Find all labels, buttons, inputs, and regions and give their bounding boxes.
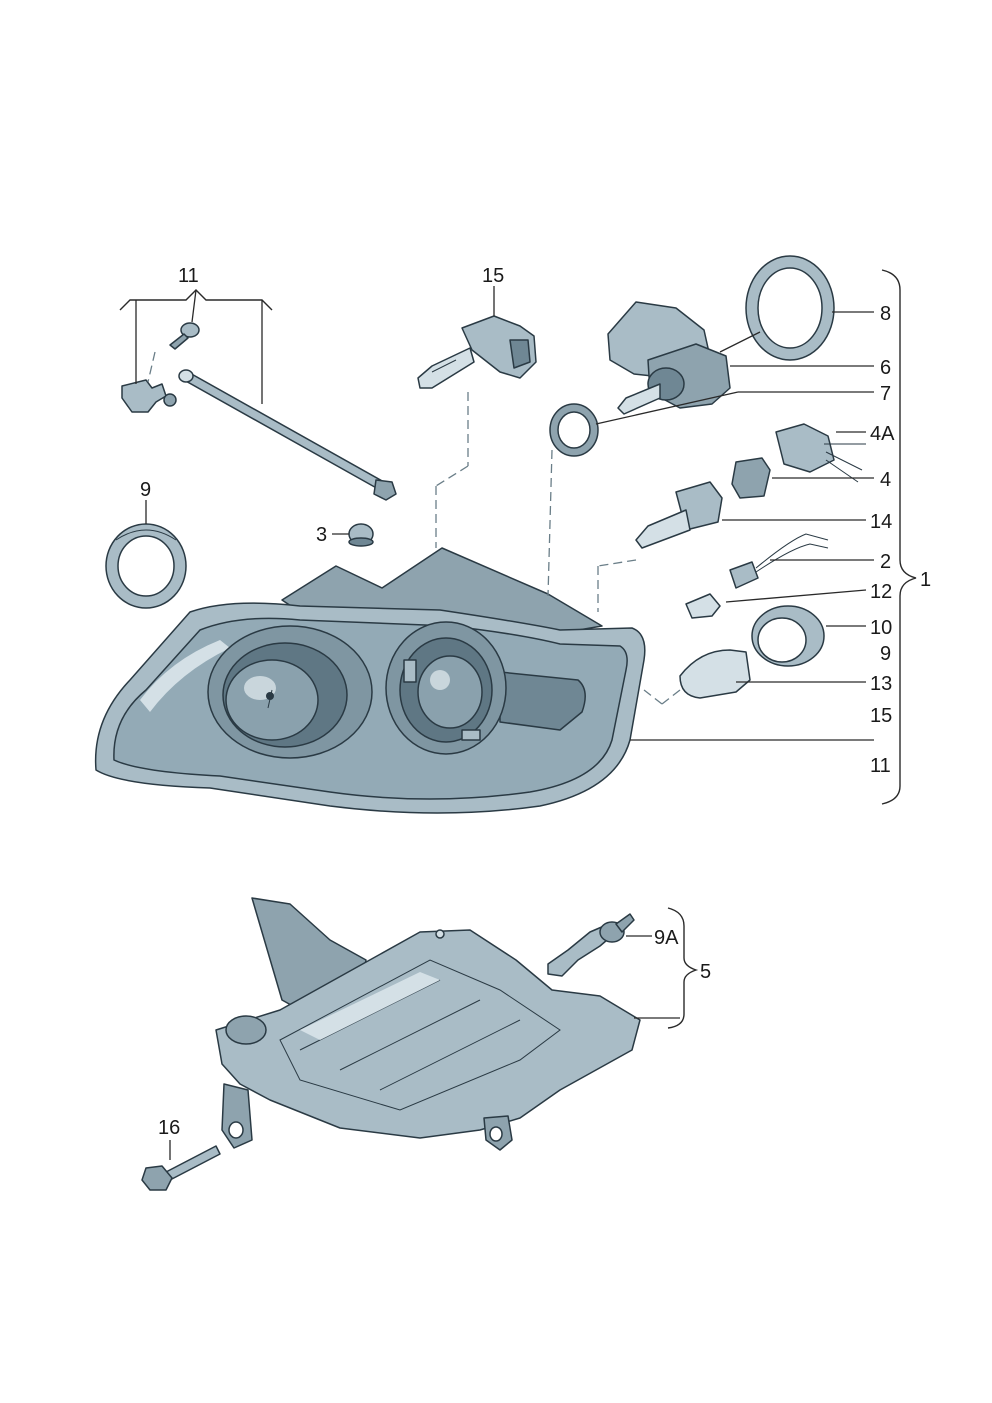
cover-highlight: [300, 972, 440, 1040]
callout-15-right: 15: [870, 705, 892, 727]
socket-10: [751, 605, 825, 667]
callout-4a: 4A: [870, 423, 895, 445]
callout-9-left: 9: [140, 479, 151, 501]
callout-15-top: 15: [482, 265, 504, 287]
callout-2: 2: [880, 551, 891, 573]
callout-labels: 11 15 9 3 8 6 7 4A 4 14 2 1 12 10 9 13 1…: [140, 265, 931, 1139]
left-projector: [207, 625, 373, 759]
callout-4: 4: [880, 469, 891, 491]
callout-16: 16: [158, 1117, 180, 1139]
ring-9: [105, 523, 187, 609]
callout-6: 6: [880, 357, 891, 379]
callout-11-right: 11: [870, 755, 891, 777]
lower-cover-5: [215, 897, 641, 1151]
headlight-housing: [94, 547, 646, 814]
module-6: [607, 301, 731, 415]
adjuster-screw: [169, 322, 200, 350]
callout-5: 5: [700, 961, 711, 983]
bulb-13: [679, 649, 751, 699]
adjuster-rod: [183, 371, 385, 491]
screw-16: [141, 1145, 221, 1191]
callout-11-top: 11: [178, 265, 199, 287]
callout-12: 12: [870, 581, 892, 603]
callout-10: 10: [870, 617, 892, 639]
cap-3: [348, 523, 374, 547]
cover-body: [215, 929, 641, 1139]
right-projector: [385, 621, 507, 755]
callout-9-right: 9: [880, 643, 891, 665]
callout-1: 1: [920, 569, 931, 591]
callout-8: 8: [880, 303, 891, 325]
adjuster-rod-nut: [373, 479, 397, 501]
callout-3: 3: [316, 524, 327, 546]
callout-13: 13: [870, 673, 892, 695]
bulb-12: [685, 593, 721, 619]
wire-2: [729, 533, 829, 589]
callout-9a: 9A: [654, 927, 679, 949]
ring-8: [745, 255, 835, 361]
callout-14: 14: [870, 511, 892, 533]
adjuster-bracket: [121, 379, 167, 413]
seal-7: [549, 403, 599, 457]
housing-highlight: [140, 640, 230, 712]
adjuster-assembly: [121, 322, 397, 501]
bulb-14: [635, 481, 723, 549]
bulb-15: [417, 315, 537, 389]
connector-4a: [775, 423, 866, 483]
clip-9a: [547, 913, 635, 977]
holder-4: [731, 457, 771, 499]
callout-7: 7: [880, 383, 891, 405]
indicator-lens: [499, 671, 586, 731]
leader-lines: [119, 269, 917, 1160]
